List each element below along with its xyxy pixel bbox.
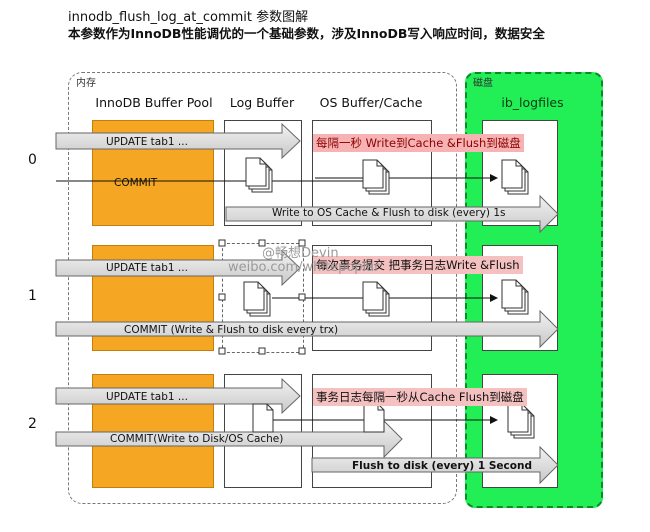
row1-note: 每次事务提交 把事务日志Write &Flush [313,256,523,274]
row0-commit-label: COMMIT [114,177,158,189]
row1-os-doc-icon [363,282,389,316]
diagram-title: innodb_flush_log_at_commit 参数图解 [68,10,309,25]
watermark-url: weibo.com/whitepoplar [228,260,380,275]
memory-region-label: 内存 [76,78,96,89]
row0-number: 0 [28,152,37,168]
watermark-name: @畅想Devin [262,246,339,261]
row0-update-label: UPDATE tab1 ... [106,136,188,148]
row1-commit-label: COMMIT (Write & Flush to disk every trx) [124,324,339,336]
row1-update-label: UPDATE tab1 ... [106,262,188,274]
row1-commit-arrow [55,309,559,349]
row1-file-doc-icon [502,280,528,314]
row0-os-doc-icon [363,160,389,194]
disk-region-label: 磁盘 [473,78,493,89]
row0-flush-label: Write to OS Cache & Flush to disk (every… [272,207,506,219]
column-buffer-pool: InnoDB Buffer Pool [95,95,213,110]
row2-note: 事务日志每隔一秒从Cache Flush到磁盘 [313,388,527,406]
row1-number: 1 [28,288,37,304]
row2-os-doc-icon [363,403,385,433]
row0-log-doc-icon [246,158,272,192]
row2-commit-label: COMMIT(Write to Disk/OS Cache) [110,433,284,445]
row2-number: 2 [28,416,37,432]
row1-selection-handles [218,239,306,355]
row0-update-arrow [55,122,301,160]
row1-log-doc-icon [244,282,270,316]
memory-region [68,72,457,504]
row0-file-doc-icon [502,160,528,194]
row2-flush-label: Flush to disk (every) 1 Second [352,460,532,472]
column-logfiles: ib_logfiles [501,95,564,110]
row2-update-arrow [55,377,301,415]
row2-log-doc-icon [252,403,274,433]
row1-update-arrow [55,249,301,287]
column-os-buffer: OS Buffer/Cache [319,95,423,110]
row2-file-doc-icon [508,404,534,438]
column-log-buffer: Log Buffer [229,95,295,110]
diagram-subtitle: 本参数作为InnoDB性能调优的一个基础参数，涉及InnoDB写入响应时间，数据… [68,26,545,41]
row2-update-label: UPDATE tab1 ... [106,391,188,403]
row2-flush-arrow [311,445,559,485]
row0-flush-arrow [225,194,559,234]
row0-note: 每隔一秒 Write到Cache &Flush到磁盘 [313,134,524,152]
